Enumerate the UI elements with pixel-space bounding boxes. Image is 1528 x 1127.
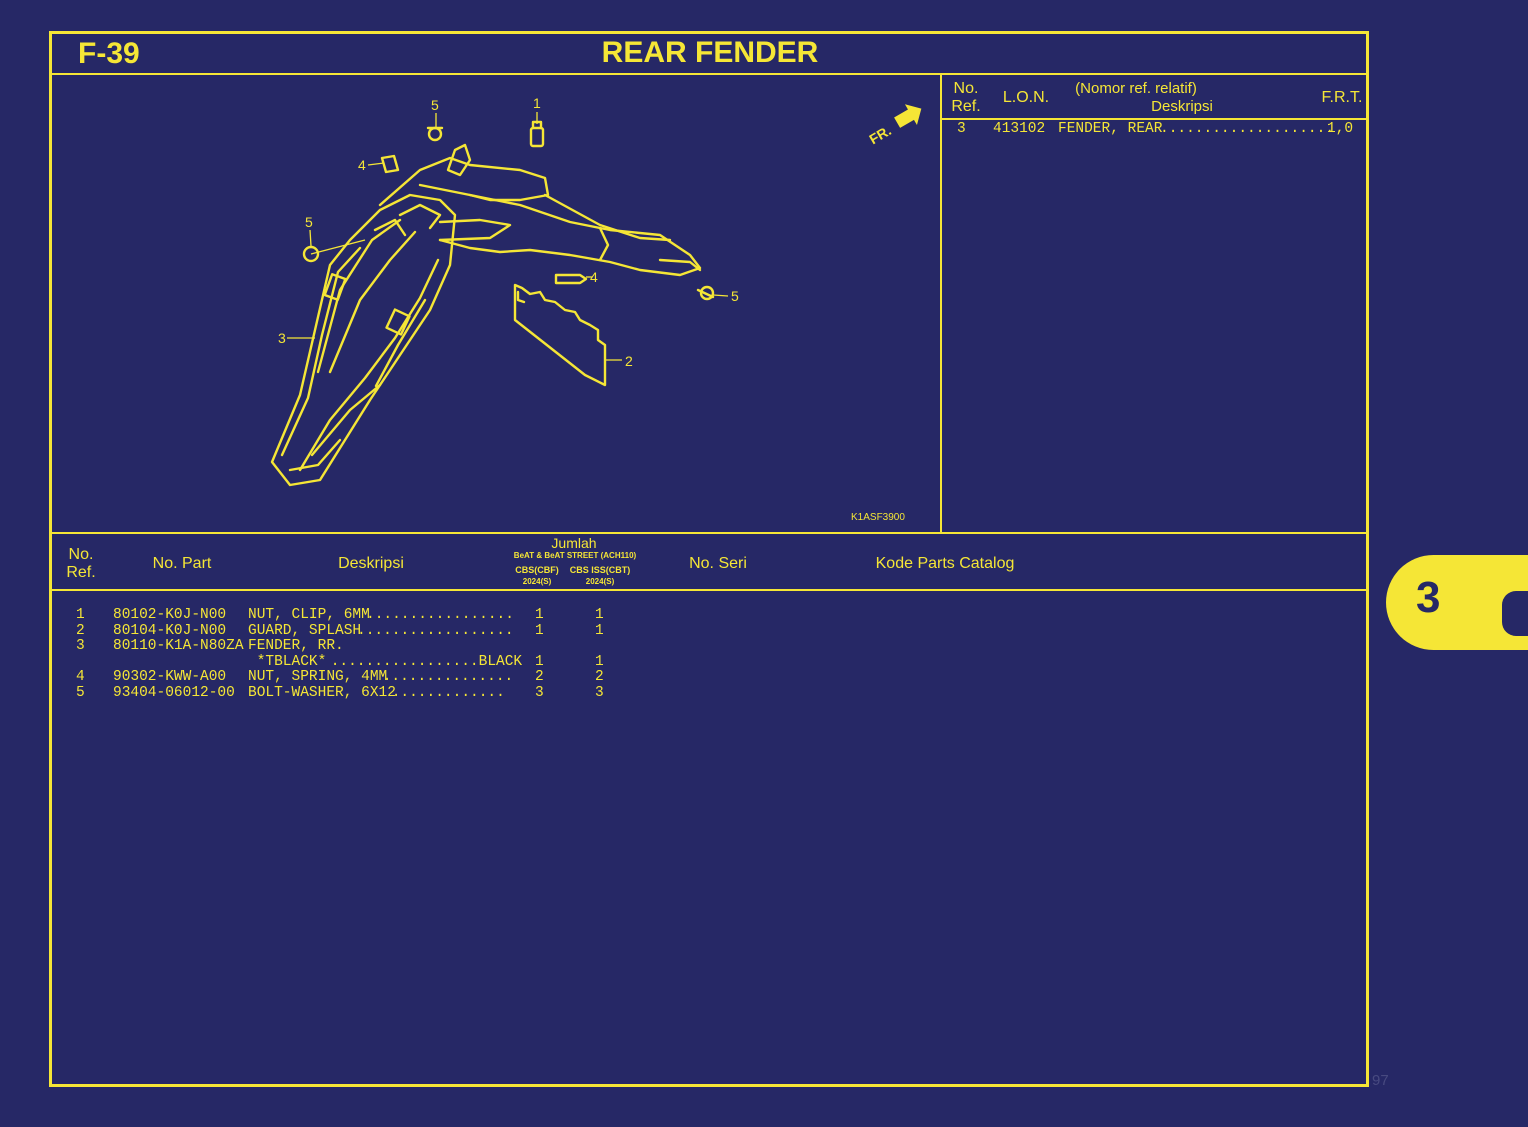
part-row-2-ref: 2 bbox=[76, 623, 85, 639]
callouts: 5 1 4 5 4 5 2 3 bbox=[278, 95, 739, 369]
parts-header-kode: Kode Parts Catalog bbox=[875, 555, 1015, 572]
front-marker-label: FR. bbox=[866, 122, 894, 147]
part-row-3-qty1: 1 bbox=[535, 654, 544, 670]
frt-header-no-ref: No. Ref. bbox=[951, 80, 981, 115]
parts-header-jumlah: Jumlah bbox=[551, 535, 597, 551]
parts-header-col1: CBS(CBF) bbox=[515, 565, 559, 575]
frt-header-desc-bottom: Deskripsi bbox=[1151, 98, 1213, 115]
parts-header-models: BeAT & BeAT STREET (ACH110) bbox=[513, 551, 637, 560]
page-code: F-39 bbox=[78, 37, 140, 70]
page-title: REAR FENDER bbox=[601, 36, 819, 69]
parts-header-col2-year: 2024(S) bbox=[585, 577, 615, 586]
parts-header-top-line bbox=[50, 532, 1368, 534]
parts-header-deskripsi: Deskripsi bbox=[338, 555, 404, 572]
part-row-1-ref: 1 bbox=[76, 607, 85, 623]
frt-header-lon: L.O.N. bbox=[1002, 89, 1050, 106]
callout-2: 2 bbox=[625, 353, 633, 369]
part-row-4-number: 90302-KWW-A00 bbox=[113, 669, 227, 685]
parts-header-no-ref: No. Ref. bbox=[66, 546, 96, 581]
parts-header-col2: CBS ISS(CBT) bbox=[569, 565, 631, 575]
frt-row-dots: .................... bbox=[1160, 121, 1335, 137]
part-row-1-qty2: 1 bbox=[595, 607, 604, 623]
catalog-frame bbox=[49, 31, 1369, 1087]
part-row-2-qty1: 1 bbox=[535, 623, 544, 639]
small-parts-drawing bbox=[302, 120, 715, 301]
part-row-3-qty2: 1 bbox=[595, 654, 604, 670]
part-row-2-number: 80104-K0J-N00 bbox=[113, 623, 227, 639]
front-arrow-icon: FR. bbox=[866, 104, 922, 147]
callout-5-right: 5 bbox=[731, 288, 739, 304]
part-row-3-number: 80110-K1A-N80ZA bbox=[113, 638, 244, 654]
callout-5-left: 5 bbox=[305, 214, 313, 230]
title-divider bbox=[50, 73, 1368, 75]
fender-frame-drawing bbox=[373, 143, 702, 277]
frt-row-ref: 3 bbox=[957, 121, 966, 137]
splash-guard-drawing bbox=[513, 283, 607, 387]
section-tab-notch bbox=[1502, 591, 1528, 636]
part-row-5-number: 93404-06012-00 bbox=[113, 685, 235, 701]
part-row-4-qty1: 2 bbox=[535, 669, 544, 685]
frt-header-frt: F.R.T. bbox=[1321, 89, 1363, 106]
parts-header-bottom-line bbox=[50, 589, 1368, 591]
section-tab-label: 3 bbox=[1416, 573, 1441, 622]
part-row-3b-dots: .................BLACK bbox=[322, 654, 523, 670]
part-row-1-dots: ................. bbox=[366, 607, 514, 623]
parts-header-col1-year: 2024(S) bbox=[522, 577, 552, 586]
part-row-1-desc: NUT, CLIP, 6MM bbox=[248, 607, 370, 623]
leader-lines bbox=[287, 112, 729, 361]
frt-header-desc-top: (Nomor ref. relatif) bbox=[1075, 80, 1197, 97]
page-number: 97 bbox=[1372, 1072, 1389, 1089]
part-row-2-qty2: 1 bbox=[595, 623, 604, 639]
part-row-1-qty1: 1 bbox=[535, 607, 544, 623]
part-row-5-ref: 5 bbox=[76, 685, 85, 701]
callout-3: 3 bbox=[278, 330, 286, 346]
frt-header-divider bbox=[942, 118, 1368, 120]
callout-5-top: 5 bbox=[431, 97, 439, 113]
frt-row-desc: FENDER, REAR bbox=[1058, 121, 1163, 137]
part-row-5-qty1: 3 bbox=[535, 685, 544, 701]
part-row-4-desc: NUT, SPRING, 4MM bbox=[248, 669, 388, 685]
callout-4-top: 4 bbox=[358, 157, 366, 173]
part-row-2-desc: GUARD, SPLASH bbox=[248, 623, 362, 639]
part-row-4-ref: 4 bbox=[76, 669, 85, 685]
frt-row-value: 1,0 bbox=[1327, 121, 1354, 137]
part-row-1-number: 80102-K0J-N00 bbox=[113, 607, 227, 623]
exploded-diagram: 5 1 4 5 4 5 2 3 FR. K1ASF3900 bbox=[270, 95, 922, 523]
part-row-3b-desc: *TBLACK* bbox=[248, 654, 327, 670]
callout-4-mid: 4 bbox=[590, 269, 598, 285]
part-row-5-dots: ............. bbox=[383, 685, 505, 701]
callout-1: 1 bbox=[533, 95, 541, 111]
frt-row-lon: 413102 bbox=[993, 121, 1046, 137]
part-row-5-desc: BOLT-WASHER, 6X12 bbox=[248, 685, 396, 701]
parts-header-no-seri: No. Seri bbox=[689, 555, 747, 572]
part-row-3-ref: 3 bbox=[76, 638, 85, 654]
parts-header-no-part: No. Part bbox=[152, 555, 212, 572]
fender-rear-drawing bbox=[270, 193, 457, 487]
part-row-4-dots: ............... bbox=[374, 669, 514, 685]
part-row-4-qty2: 2 bbox=[595, 669, 604, 685]
part-row-3-desc: FENDER, RR. bbox=[248, 638, 344, 654]
part-row-2-dots: .................. bbox=[357, 623, 514, 639]
frt-divider bbox=[940, 74, 942, 534]
part-row-5-qty2: 3 bbox=[595, 685, 604, 701]
illustration-code: K1ASF3900 bbox=[851, 512, 905, 523]
section-tab[interactable]: 3 bbox=[1386, 555, 1528, 650]
